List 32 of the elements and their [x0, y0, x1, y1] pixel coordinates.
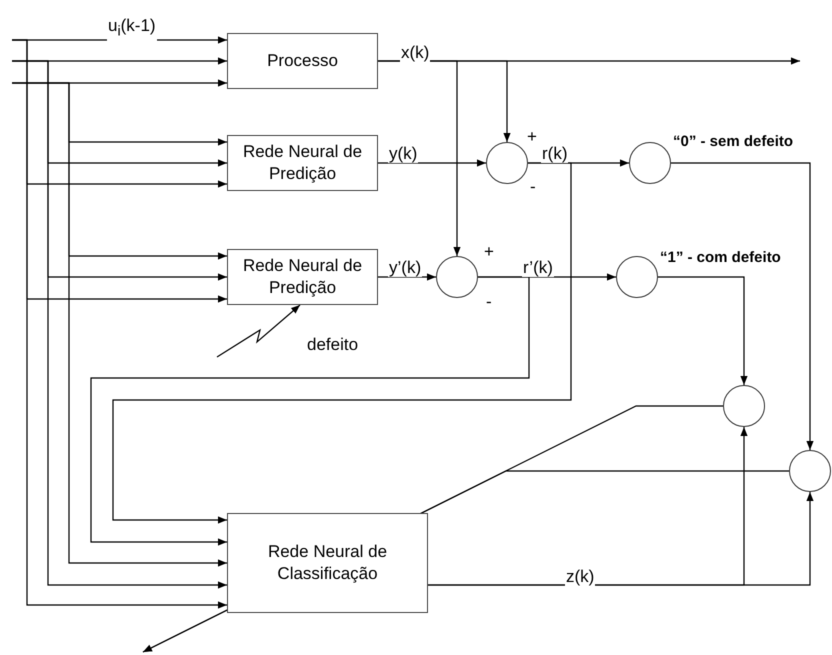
sign-label: - [530, 178, 536, 196]
summing-junction-circle [616, 256, 658, 298]
sign-label: - [486, 293, 492, 311]
state-label: “1” - com defeito [660, 249, 781, 267]
summing-junction-circle [486, 142, 528, 184]
edge-label: y(k) [388, 144, 418, 163]
arrow [671, 162, 814, 450]
arrow [378, 60, 461, 256]
arrow [378, 273, 436, 281]
arrow [112, 162, 572, 524]
edge-label: r’(k) [522, 258, 554, 277]
edge-label: y’(k) [388, 258, 422, 277]
summing-junction-circle [629, 142, 671, 184]
edge-label: x(k) [400, 43, 430, 62]
fault-arrow [216, 304, 300, 358]
arrow [428, 492, 814, 586]
summing-junction-circle [789, 450, 831, 492]
summing-junction-circle [436, 256, 478, 298]
summing-junction-circle [723, 385, 765, 427]
process-box: Processo [227, 33, 378, 89]
edge-label: r(k) [541, 144, 568, 163]
edge-label: u$_{i}$(k-1) [107, 16, 157, 42]
arrow [658, 276, 748, 385]
sign-label: + [484, 243, 494, 261]
sign-label: + [527, 128, 537, 146]
state-label: “0” - sem defeito [673, 133, 794, 151]
arrow [378, 159, 486, 167]
process-box: Rede Neural de Classificação [227, 513, 428, 613]
process-box: Rede Neural de Predição [227, 135, 378, 191]
process-box: Rede Neural de Predição [227, 249, 378, 305]
arrow [90, 276, 530, 546]
edge-label: z(k) [565, 567, 596, 586]
